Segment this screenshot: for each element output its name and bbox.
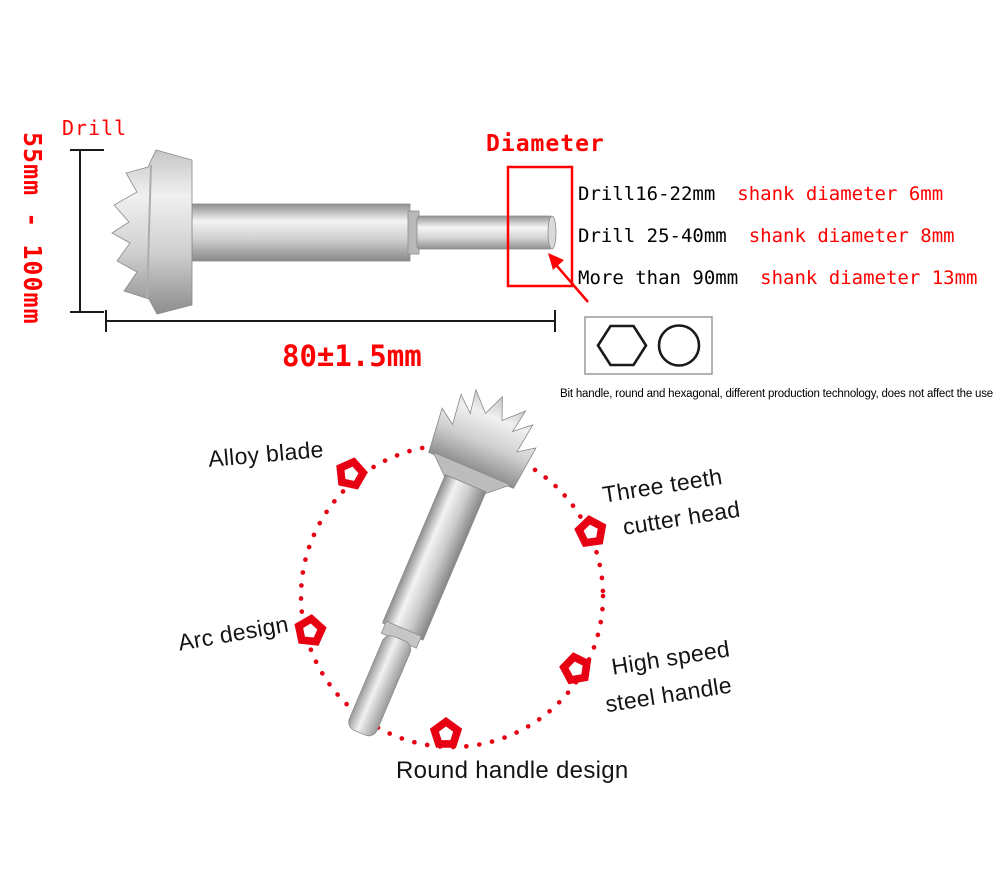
height-dimension-line	[70, 149, 104, 313]
drill-bit-angled	[348, 388, 537, 737]
pentagon-marker-icon	[572, 512, 609, 548]
drill-shank	[348, 635, 412, 737]
pentagon-marker-icon	[557, 649, 595, 686]
feature-label-round-handle: Round handle design	[396, 757, 629, 784]
drill-size-text: More than 90mm	[578, 267, 739, 289]
arrow-line	[556, 265, 589, 303]
spec-row: More than 90mm shank diameter 13mm	[578, 267, 978, 289]
drill-bit-horizontal	[111, 149, 557, 315]
shank-pointer-arrow-icon	[548, 253, 589, 303]
shank-diameter-text: shank diameter 6mm	[737, 183, 944, 205]
shank-diameter-text: shank diameter 13mm	[760, 267, 978, 289]
drill-shank	[416, 215, 554, 250]
shape-box-frame	[584, 316, 713, 375]
pentagon-marker-icon	[292, 612, 328, 647]
spec-row: Drill16-22mm shank diameter 6mm	[578, 183, 978, 205]
cutter-head	[111, 149, 193, 315]
length-dimension-line	[105, 310, 556, 332]
shank-diameter-text: shank diameter 8mm	[748, 225, 955, 247]
spec-row: Drill 25-40mm shank diameter 8mm	[578, 225, 978, 247]
drill-body	[191, 203, 411, 262]
diameter-title: Diameter	[486, 131, 605, 157]
drill-size-text: Drill16-22mm	[578, 183, 716, 205]
hex-shank-icon	[596, 324, 648, 367]
pentagon-marker-icon	[332, 454, 371, 491]
shank-highlight-box	[506, 165, 574, 288]
pentagon-marker-icon	[429, 717, 463, 748]
shank-spec-list: Drill16-22mm shank diameter 6mm Drill 25-…	[578, 183, 978, 309]
drill-body	[381, 474, 487, 641]
shank-end-cap	[547, 215, 557, 250]
cutter-head-detail	[146, 164, 152, 299]
size-range-label: 55mm - 100mm	[18, 132, 47, 325]
length-dimension-label: 80±1.5mm	[282, 339, 422, 373]
shank-shape-box	[584, 316, 713, 375]
arrow-head	[548, 253, 564, 270]
round-shank-icon	[657, 324, 701, 367]
shank-note: Bit handle, round and hexagonal, differe…	[560, 388, 993, 400]
drill-label: Drill	[62, 116, 128, 140]
drill-size-text: Drill 25-40mm	[578, 225, 727, 247]
